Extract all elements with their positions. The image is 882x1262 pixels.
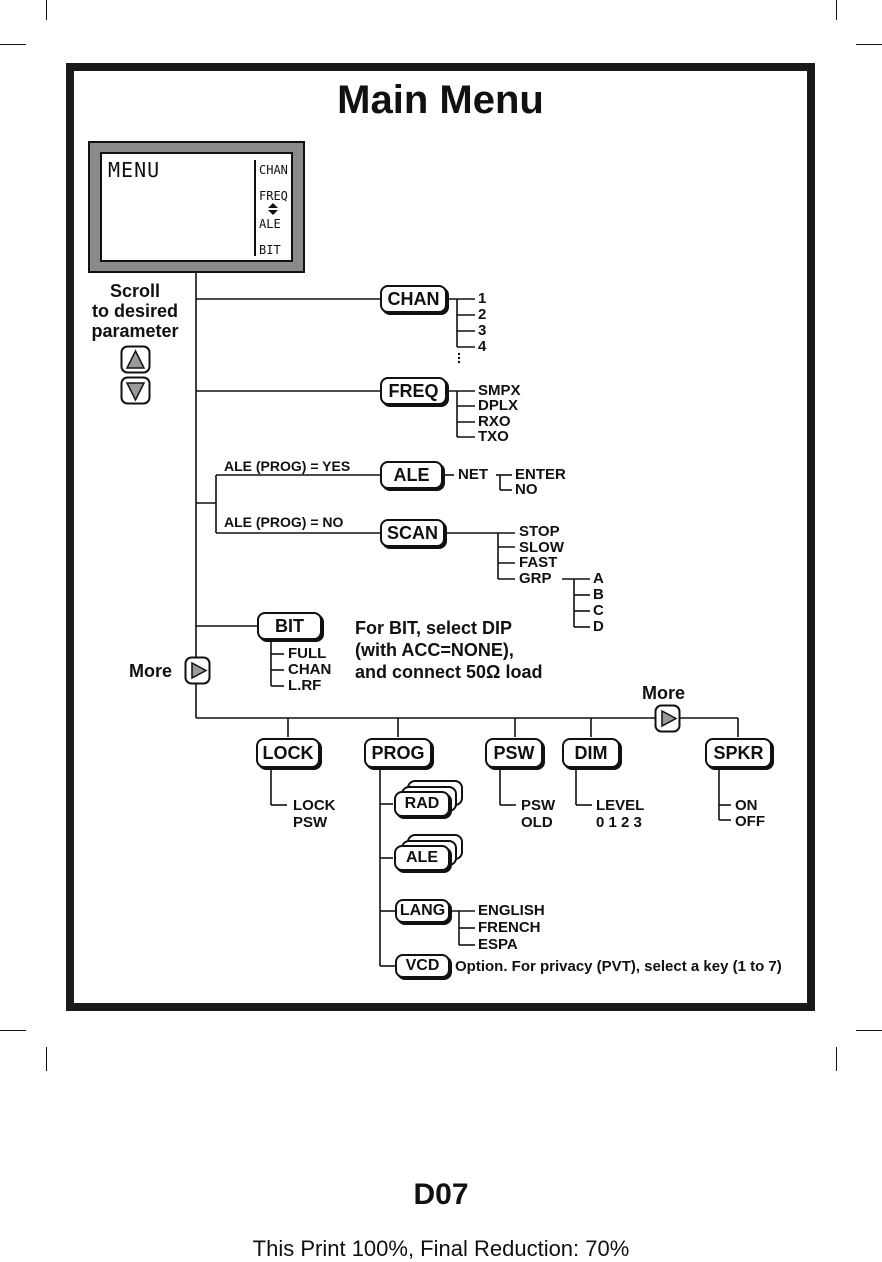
grp-option: D [593,618,604,635]
crop-mark [856,1030,882,1031]
chan-option: 4 [478,338,487,355]
scan-option: SLOW [519,539,564,556]
lang-option: ENGLISH [478,902,545,919]
scroll-instruction: Scroll to desired parameter [80,281,190,341]
ale-net: NET [458,466,488,483]
lang-option: ESPA [478,936,518,953]
bit-note-line: For BIT, select DIP [355,618,513,638]
ale-option: ENTER [515,466,566,483]
print-note: This Print 100%, Final Reduction: 70% [252,1236,630,1261]
page-code: D07 [413,1178,469,1211]
grp-option: C [593,602,604,619]
prog-key[interactable]: PROG [364,738,432,768]
freq-option: DPLX [478,397,519,414]
rad-key[interactable]: RAD [394,791,450,817]
lang-key[interactable]: LANG [395,899,450,923]
display-scroll-icon [268,203,278,208]
display-divider [254,160,256,256]
freq-key[interactable]: FREQ [380,377,447,405]
scan-option: FAST [519,554,558,571]
crop-mark [0,44,26,45]
chan-key[interactable]: CHAN [380,285,447,313]
display-item-freq: FREQ [259,189,288,203]
spkr-option: ON [735,797,758,814]
spkr-option: OFF [735,813,765,830]
page-title: Main Menu [337,78,544,122]
psw-key[interactable]: PSW [485,738,543,768]
radio-display: MENU CHAN FREQ ALE BIT [88,141,305,273]
crop-mark [0,1030,26,1031]
scan-option: GRP [519,570,552,587]
spkr-key[interactable]: SPKR [705,738,772,768]
scroll-up-icon[interactable] [120,345,152,375]
lang-option: FRENCH [478,919,541,936]
crop-mark [46,0,47,20]
lock-key[interactable]: LOCK [256,738,320,768]
scroll-down-icon[interactable] [120,376,152,406]
display-header: MENU [108,158,161,182]
scroll-line: parameter [91,321,179,341]
freq-option: TXO [478,428,509,445]
bit-key[interactable]: BIT [257,612,322,640]
dim-option: 0 1 2 3 [596,814,642,831]
chan-option: 2 [478,306,487,323]
display-item-bit: BIT [259,243,281,257]
psw-option: OLD [521,814,553,831]
display-item-chan: CHAN [259,163,288,177]
more-right-arrow-icon[interactable] [184,656,212,686]
scroll-line: to desired [91,301,179,321]
psw-option: PSW [521,797,556,814]
grp-option: A [593,570,604,587]
more-right-arrow-icon[interactable] [654,704,682,734]
more-label: More [129,661,173,681]
vcd-key[interactable]: VCD [395,954,450,978]
display-screen: MENU CHAN FREQ ALE BIT [100,152,293,262]
dim-option: LEVEL [596,797,645,814]
scan-key[interactable]: SCAN [380,519,445,547]
chan-option: 3 [478,322,487,339]
freq-option: SMPX [478,382,521,399]
more-label: More [642,683,686,703]
scan-option: STOP [519,523,560,540]
scan-condition: ALE (PROG) = NO [224,514,344,530]
lock-option: PSW [293,814,328,831]
bit-option: CHAN [288,661,332,678]
ale-option: NO [515,481,538,498]
crop-mark [836,1047,837,1071]
grp-option: B [593,586,604,603]
crop-mark [836,0,837,20]
dim-key[interactable]: DIM [562,738,620,768]
display-scroll-icon [268,210,278,215]
display-item-ale: ALE [259,217,281,231]
freq-option: RXO [478,413,511,430]
bit-option: L.RF [288,677,322,694]
bit-note-line: and connect 50Ω load [355,662,543,682]
vcd-note: Option. For privacy (PVT), select a key … [455,958,782,975]
prog-ale-key[interactable]: ALE [394,845,450,871]
scroll-line: Scroll [109,281,161,301]
chan-option: 1 [478,290,487,307]
bit-option: FULL [288,645,327,662]
lock-option: LOCK [293,797,336,814]
bit-note-line: (with ACC=NONE), [355,640,514,660]
bit-note: For BIT, select DIP (with ACC=NONE), and… [355,617,542,683]
ale-key[interactable]: ALE [380,461,443,489]
crop-mark [46,1047,47,1071]
crop-mark [856,44,882,45]
ale-condition: ALE (PROG) = YES [224,458,351,474]
